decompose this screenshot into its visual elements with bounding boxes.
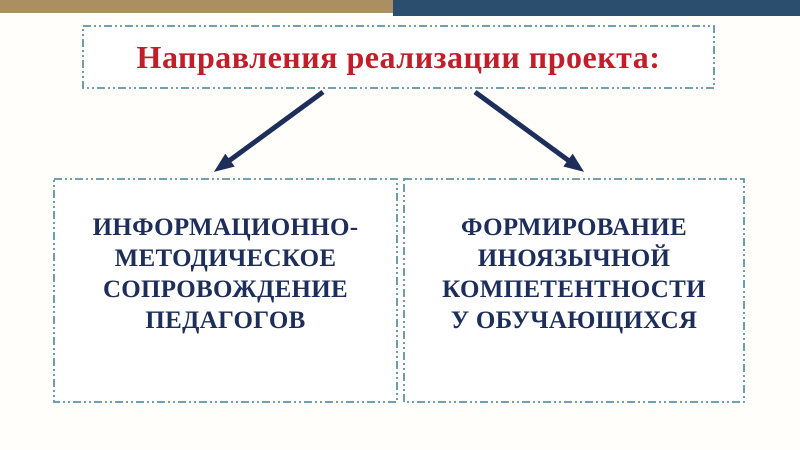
direction-box-right: ФОРМИРОВАНИЕ ИНОЯЗЫЧНОЙ КОМПЕТЕНТНОСТИ У… [403, 178, 745, 403]
arrow-down-right-icon [473, 89, 585, 172]
slide-title: Направления реализации проекта: [136, 38, 661, 75]
top-bar-blue [393, 0, 800, 16]
direction-box-right-text: ФОРМИРОВАНИЕ ИНОЯЗЫЧНОЙ КОМПЕТЕНТНОСТИ У… [442, 214, 706, 334]
direction-box-left: ИНФОРМАЦИОННО- МЕТОДИЧЕСКОЕ СОПРОВОЖДЕНИ… [53, 178, 398, 403]
direction-box-left-text: ИНФОРМАЦИОННО- МЕТОДИЧЕСКОЕ СОПРОВОЖДЕНИ… [92, 214, 359, 334]
top-bar-tan [0, 0, 393, 13]
arrow-down-left-icon [213, 89, 325, 172]
title-box: Направления реализации проекта: [82, 25, 715, 89]
